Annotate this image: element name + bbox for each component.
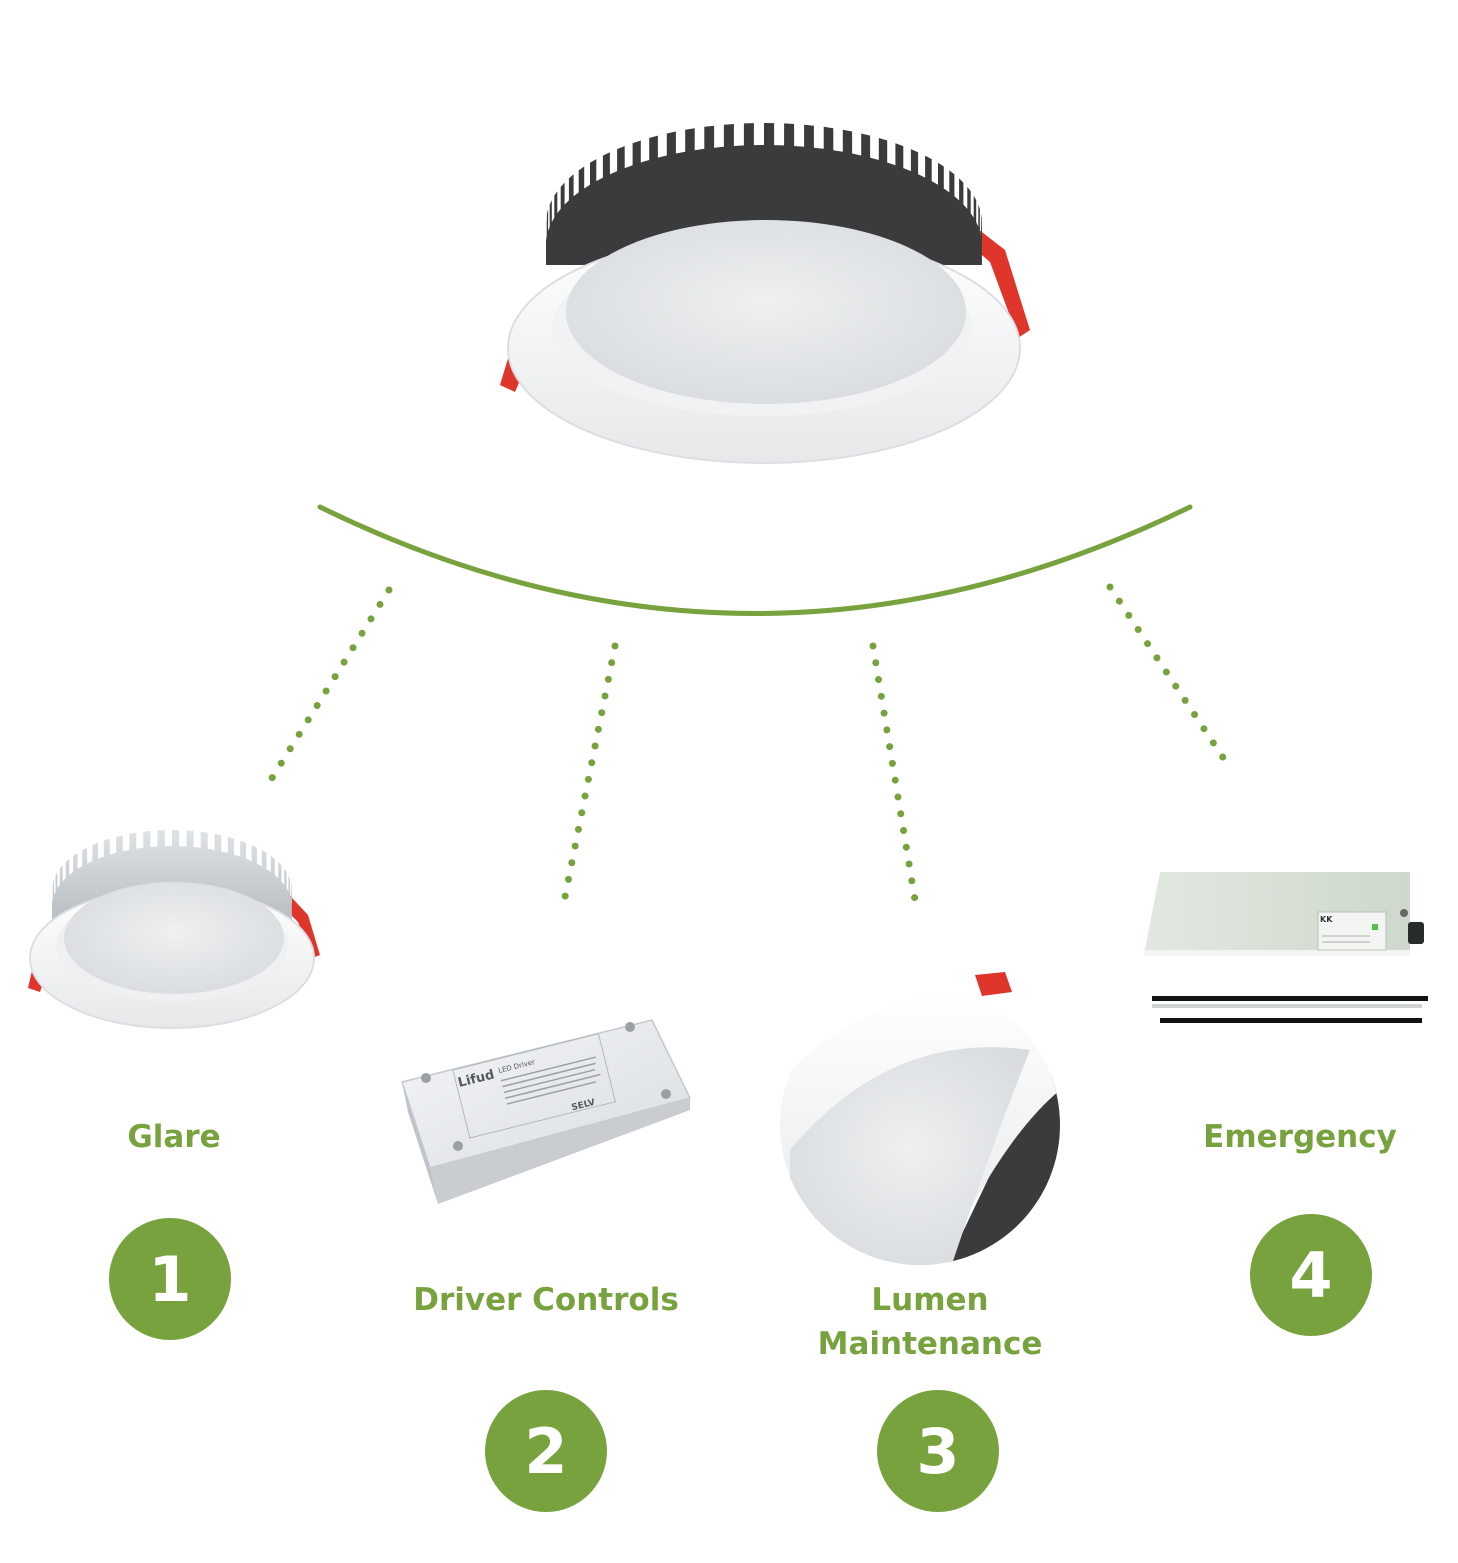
label-emergency: Emergency: [1203, 1119, 1397, 1155]
dotted-connector-4: [1106, 583, 1234, 772]
connector-arc: [317, 504, 1193, 616]
number-badge-4: 4: [1250, 1214, 1372, 1336]
number-badge-3: 3: [877, 1390, 999, 1512]
label-driver-controls: Driver Controls: [413, 1282, 679, 1318]
emergency-brand-text: KK: [1320, 915, 1333, 924]
label-glare: Glare: [127, 1119, 221, 1155]
dotted-connector-1: [268, 586, 393, 782]
driver-box-image: Lifud LED Driver SELV: [401, 1019, 692, 1204]
main-downlight-image: [500, 123, 1030, 464]
lumen-downlight-image: [780, 972, 1060, 1265]
dotted-connector-3: [869, 642, 921, 916]
dotted-connector-2: [558, 642, 619, 916]
number-badge-1: 1: [109, 1218, 231, 1340]
number-badge-2: 2: [485, 1390, 607, 1512]
emergency-pack-image: KK: [1144, 872, 1428, 1023]
glare-downlight-image: [28, 830, 320, 1029]
